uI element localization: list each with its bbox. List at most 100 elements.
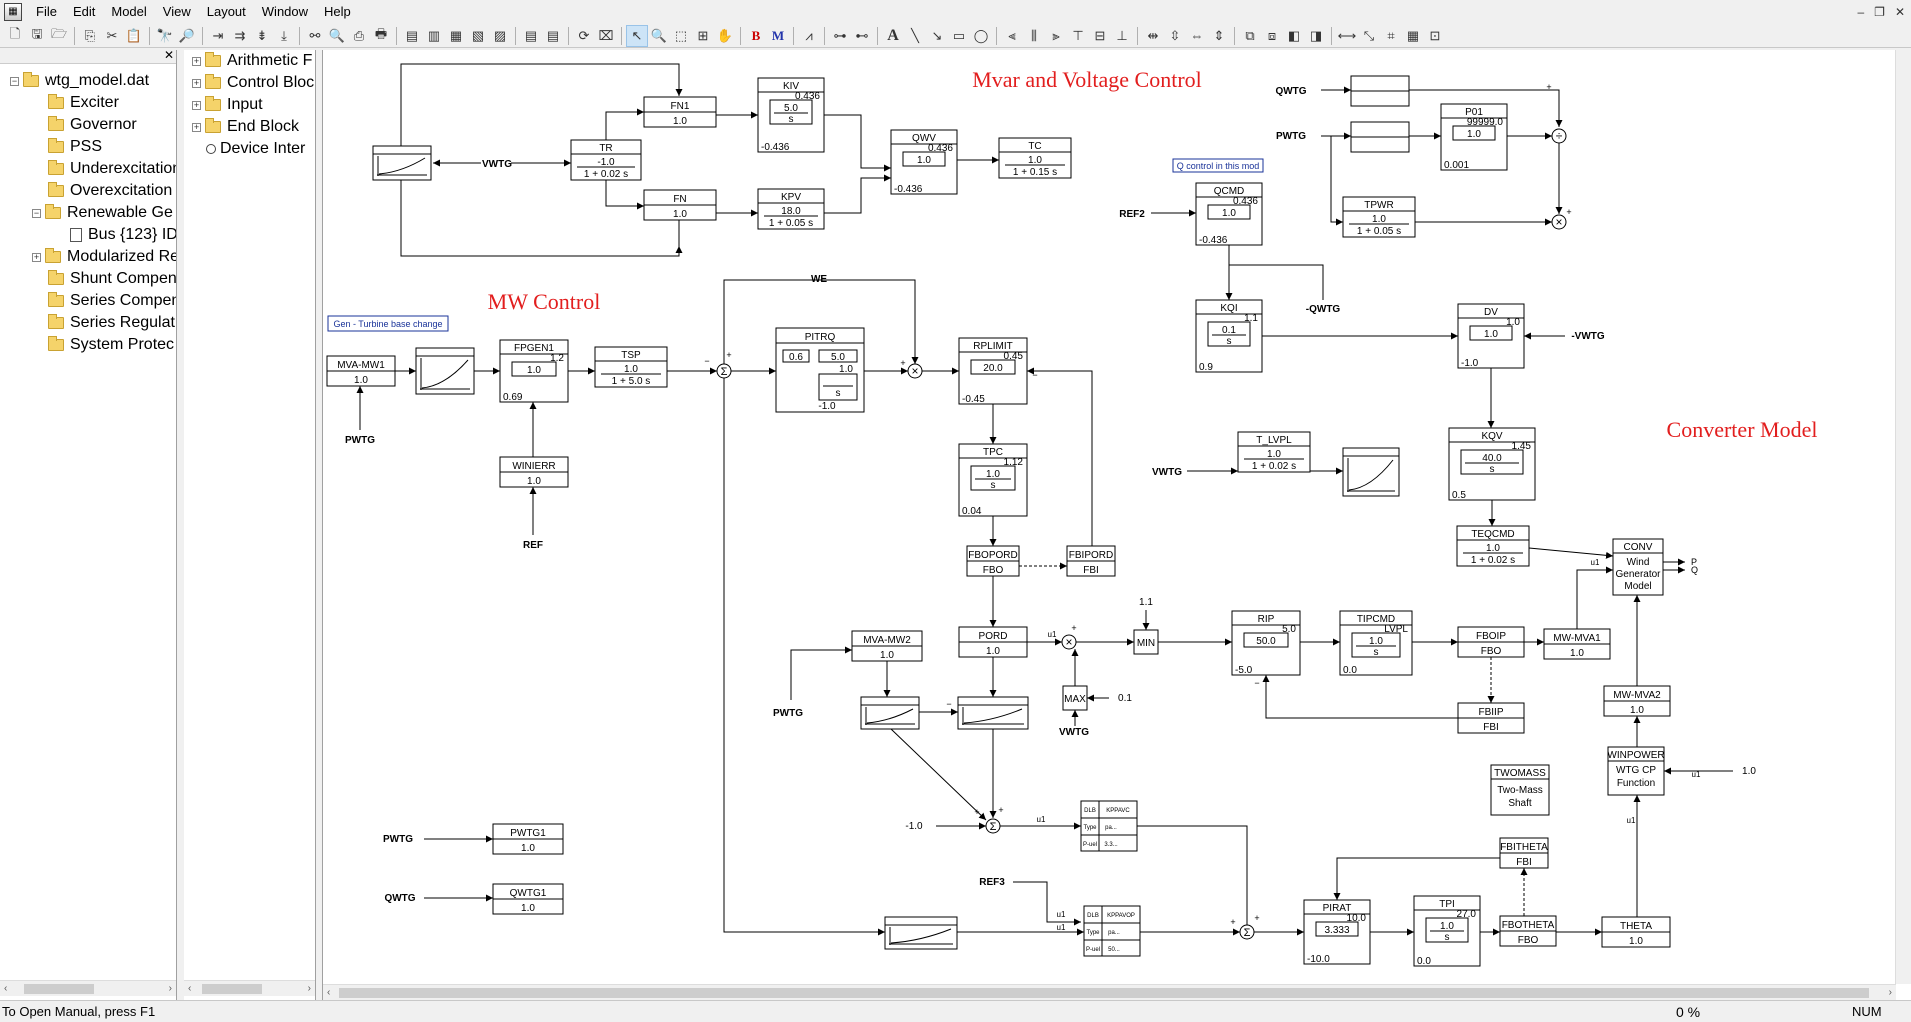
block-tpc-inner[interactable] xyxy=(970,465,1016,491)
expand-icon[interactable]: + xyxy=(192,77,201,88)
snap-grid-icon[interactable]: ⌗ xyxy=(1387,27,1395,43)
same-width-icon[interactable]: ⇔ xyxy=(1190,28,1204,43)
block-tsp-frame[interactable] xyxy=(594,346,668,388)
block-tc[interactable]: TC1.01 + 0.15 s xyxy=(998,137,1072,179)
same-height-icon[interactable]: ⇕ xyxy=(1213,27,1225,43)
zoom-window-icon[interactable]: ⬚ xyxy=(674,27,688,43)
block-qwv-inner[interactable] xyxy=(902,151,946,167)
zoom-icon[interactable]: 🔍 xyxy=(650,27,668,43)
expand-icon[interactable]: + xyxy=(192,121,201,132)
block-min-frame[interactable] xyxy=(1133,629,1159,655)
bring-front-icon[interactable]: ◧ xyxy=(1287,27,1301,43)
scroll-right-icon[interactable]: › xyxy=(307,983,311,994)
tree-root[interactable]: − wtg_model.dat xyxy=(10,70,149,92)
close-pane-icon[interactable]: ✕ xyxy=(163,50,174,62)
tree-item-underexcitation[interactable]: Underexcitation xyxy=(48,158,176,180)
tree-item-system-prot[interactable]: System Protec xyxy=(48,334,174,356)
collapse-icon[interactable]: − xyxy=(32,207,41,218)
block-switch-2-frame[interactable] xyxy=(1083,905,1141,957)
connect-icon[interactable]: ⊶ xyxy=(833,27,847,43)
align-right-icon[interactable]: ⫸ xyxy=(1052,27,1060,43)
block-rplimit-inner[interactable] xyxy=(970,359,1016,375)
move-down-icon[interactable]: ⇟ xyxy=(256,27,268,43)
block-group-arithmetic[interactable]: +Arithmetic F xyxy=(192,50,312,72)
junction-multiply-right[interactable]: × xyxy=(1551,214,1567,230)
refresh-icon[interactable]: ⟳ xyxy=(578,27,590,43)
block-max-frame[interactable] xyxy=(1062,685,1088,711)
disconnect-icon[interactable]: ⊷ xyxy=(855,27,869,43)
block-voltage-lookup-frame[interactable] xyxy=(372,145,432,181)
junction-sum-bottom[interactable]: Σ xyxy=(1239,924,1255,940)
block-group-device[interactable]: Device Inter xyxy=(206,138,305,160)
block-qwtg-gain[interactable] xyxy=(1350,75,1410,107)
block-dv[interactable]: DV1.01.0-1.0 xyxy=(1457,303,1525,369)
scroll-left-icon[interactable]: ‹ xyxy=(188,983,192,994)
grid-icon[interactable]: ▦ xyxy=(1406,27,1420,43)
align-top-icon[interactable]: ⊤ xyxy=(1072,27,1084,43)
pitrq-i-box[interactable] xyxy=(818,349,858,363)
pan-hand-icon[interactable]: ✋ xyxy=(716,27,734,43)
menu-edit[interactable]: Edit xyxy=(72,4,96,19)
tree-item-renewable[interactable]: −Renewable Ge xyxy=(32,202,173,224)
block-tipcmd-inner[interactable] xyxy=(1351,632,1401,658)
pitrq-p-box[interactable] xyxy=(782,349,810,363)
page-paste-icon[interactable]: ▦ xyxy=(449,27,463,43)
page-copy-icon[interactable]: ▥ xyxy=(427,27,441,43)
block-group-end[interactable]: +End Block xyxy=(192,116,299,138)
note-gen-turbine[interactable]: Gen - Turbine base change xyxy=(327,315,449,332)
step-over-icon[interactable]: ⇉ xyxy=(234,27,246,43)
block-t-lvpl-frame[interactable] xyxy=(1237,431,1311,473)
doc-blue-icon[interactable]: ▤ xyxy=(546,27,560,43)
line-tool-icon[interactable]: ╲ xyxy=(911,27,919,43)
block-kqi-inner[interactable] xyxy=(1207,321,1251,347)
doc-green-icon[interactable]: ▤ xyxy=(524,27,538,43)
block-p01-inner[interactable] xyxy=(1452,125,1496,141)
block-fpgen-curve[interactable] xyxy=(415,347,475,395)
tree-horizontal-scrollbar[interactable]: ‹ › xyxy=(0,980,176,996)
block-pirat-inner[interactable] xyxy=(1315,921,1359,937)
page-icon[interactable]: ▤ xyxy=(405,27,419,43)
block-fn[interactable]: FN1.0 xyxy=(643,189,717,221)
scroll-left-icon[interactable]: ‹ xyxy=(4,983,8,994)
tree-item-governor[interactable]: Governor xyxy=(48,114,137,136)
tree-item-series-comp[interactable]: Series Compen xyxy=(48,290,176,312)
space-horizontal-icon[interactable]: ⇹ xyxy=(1147,27,1159,43)
rectangle-tool-icon[interactable]: ▭ xyxy=(952,27,966,43)
block-tr-frame[interactable] xyxy=(570,139,642,181)
blocks-horizontal-scrollbar[interactable]: ‹ › xyxy=(184,980,315,996)
scroll-thumb[interactable] xyxy=(24,984,94,994)
collapse-icon[interactable]: − xyxy=(10,75,19,86)
page-clear-icon[interactable]: ▨ xyxy=(493,27,507,43)
copy-icon[interactable]: ⎘ xyxy=(84,27,96,43)
block-winpower-frame[interactable] xyxy=(1607,746,1665,796)
expand-icon[interactable]: + xyxy=(32,251,41,262)
block-min[interactable]: MIN xyxy=(1133,629,1159,655)
print-icon[interactable]: 🖶 xyxy=(374,25,388,41)
save-icon[interactable]: 🖫 xyxy=(31,25,43,41)
tree-item-modularized[interactable]: +Modularized Re xyxy=(32,246,176,268)
junction-sum-mw[interactable]: Σ xyxy=(716,363,732,379)
scroll-left-icon[interactable]: ‹ xyxy=(327,987,331,998)
expand-icon[interactable]: + xyxy=(192,55,201,66)
binoculars-icon[interactable]: ⚯ xyxy=(309,27,321,43)
